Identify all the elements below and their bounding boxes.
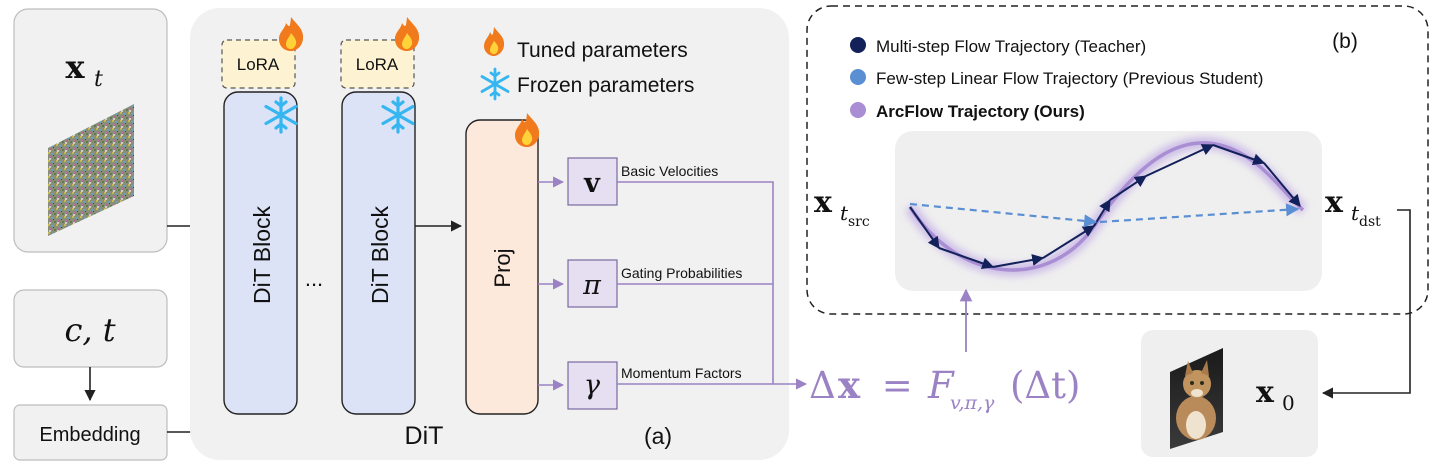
v-symbol: v bbox=[583, 168, 601, 199]
teacher-trajectory bbox=[909, 144, 1301, 270]
gamma-symbol: γ bbox=[584, 370, 601, 401]
xt-subscript: t bbox=[94, 67, 103, 92]
svg-text:x: x bbox=[814, 185, 833, 220]
legend-tuned-label: Tuned parameters bbox=[517, 39, 688, 62]
momentum-factors-label: Momentum Factors bbox=[621, 365, 742, 381]
x-t-src-label: x t src bbox=[814, 185, 870, 230]
dit-block-1: DiT Block bbox=[223, 91, 298, 415]
output-v-box: v bbox=[567, 157, 618, 206]
svg-text:src: src bbox=[848, 214, 870, 230]
fire-icon bbox=[279, 17, 304, 51]
formula-F: F bbox=[927, 364, 955, 407]
legend-teacher-label: Multi-step Flow Trajectory (Teacher) bbox=[876, 37, 1146, 56]
lora-2-label: LoRA bbox=[356, 55, 399, 74]
panel-b-frame bbox=[806, 5, 1429, 315]
ct-symbol: c, t bbox=[64, 311, 115, 349]
legend-b: Multi-step Flow Trajectory (Teacher) Few… bbox=[850, 37, 1263, 121]
lora-1: LoRA bbox=[221, 39, 296, 89]
dit-block-2: DiT Block bbox=[341, 91, 416, 415]
output-gamma-box: γ bbox=[567, 361, 618, 410]
formula-equals: = bbox=[870, 364, 925, 407]
embedding-box: Embedding bbox=[13, 404, 168, 461]
snowflake-icon bbox=[480, 67, 510, 101]
legend-frozen-label: Frozen parameters bbox=[517, 74, 694, 97]
dst-to-x0-arrow bbox=[1321, 209, 1411, 399]
fire-icon bbox=[484, 27, 505, 56]
output-pi-box: π bbox=[567, 259, 618, 308]
fire-icon bbox=[515, 113, 540, 147]
snowflake-icon bbox=[381, 96, 415, 134]
proj-label: Proj bbox=[490, 248, 515, 287]
arcflow-formula: Δ x = F v,π,γ (Δt) bbox=[809, 363, 1080, 414]
lora-1-label: LoRA bbox=[237, 55, 280, 74]
formula-delta: Δ bbox=[809, 364, 836, 407]
formula-argument: (Δt) bbox=[1010, 364, 1080, 407]
formula-subscript: v,π,γ bbox=[950, 392, 995, 414]
student-trajectory bbox=[909, 202, 1300, 228]
ellipsis: ... bbox=[305, 266, 323, 291]
pi-symbol: π bbox=[582, 270, 602, 301]
svg-text:dst: dst bbox=[1359, 214, 1381, 230]
lora-2: LoRA bbox=[340, 39, 415, 89]
legend-dot-arcflow bbox=[850, 102, 866, 118]
snowflake-icon bbox=[264, 96, 298, 134]
formula-x: x bbox=[838, 363, 861, 407]
x-t-dst-label: x t dst bbox=[1325, 185, 1381, 230]
noise-image bbox=[48, 104, 134, 236]
gating-probabilities-label: Gating Probabilities bbox=[621, 265, 742, 281]
legend-dot-teacher bbox=[850, 37, 866, 53]
svg-text:t: t bbox=[840, 201, 849, 225]
fire-icon bbox=[395, 17, 420, 51]
basic-velocities-label: Basic Velocities bbox=[621, 163, 718, 179]
dit-block-2-label: DiT Block bbox=[367, 206, 393, 304]
input-xt-box: x t bbox=[13, 8, 168, 253]
x0-symbol: x bbox=[1256, 375, 1275, 410]
dit-block-1-label: DiT Block bbox=[249, 206, 275, 304]
svg-text:t: t bbox=[1351, 201, 1360, 225]
input-ct-box: c, t bbox=[13, 289, 168, 368]
panel-b-label: (b) bbox=[1332, 30, 1358, 53]
svg-text:x: x bbox=[1325, 185, 1344, 220]
xt-symbol: x bbox=[65, 48, 85, 86]
legend-dot-student bbox=[850, 69, 866, 85]
panel-a-label: (a) bbox=[644, 423, 672, 449]
legend-arcflow-label: ArcFlow Trajectory (Ours) bbox=[876, 102, 1085, 121]
embedding-label: Embedding bbox=[39, 424, 140, 446]
dit-label: DiT bbox=[405, 422, 444, 450]
x0-subscript: 0 bbox=[1282, 391, 1295, 415]
v-output-line bbox=[617, 181, 774, 384]
legend-student-label: Few-step Linear Flow Trajectory (Previou… bbox=[876, 69, 1263, 88]
proj-block: Proj bbox=[465, 119, 539, 415]
cat-image bbox=[1170, 348, 1223, 449]
